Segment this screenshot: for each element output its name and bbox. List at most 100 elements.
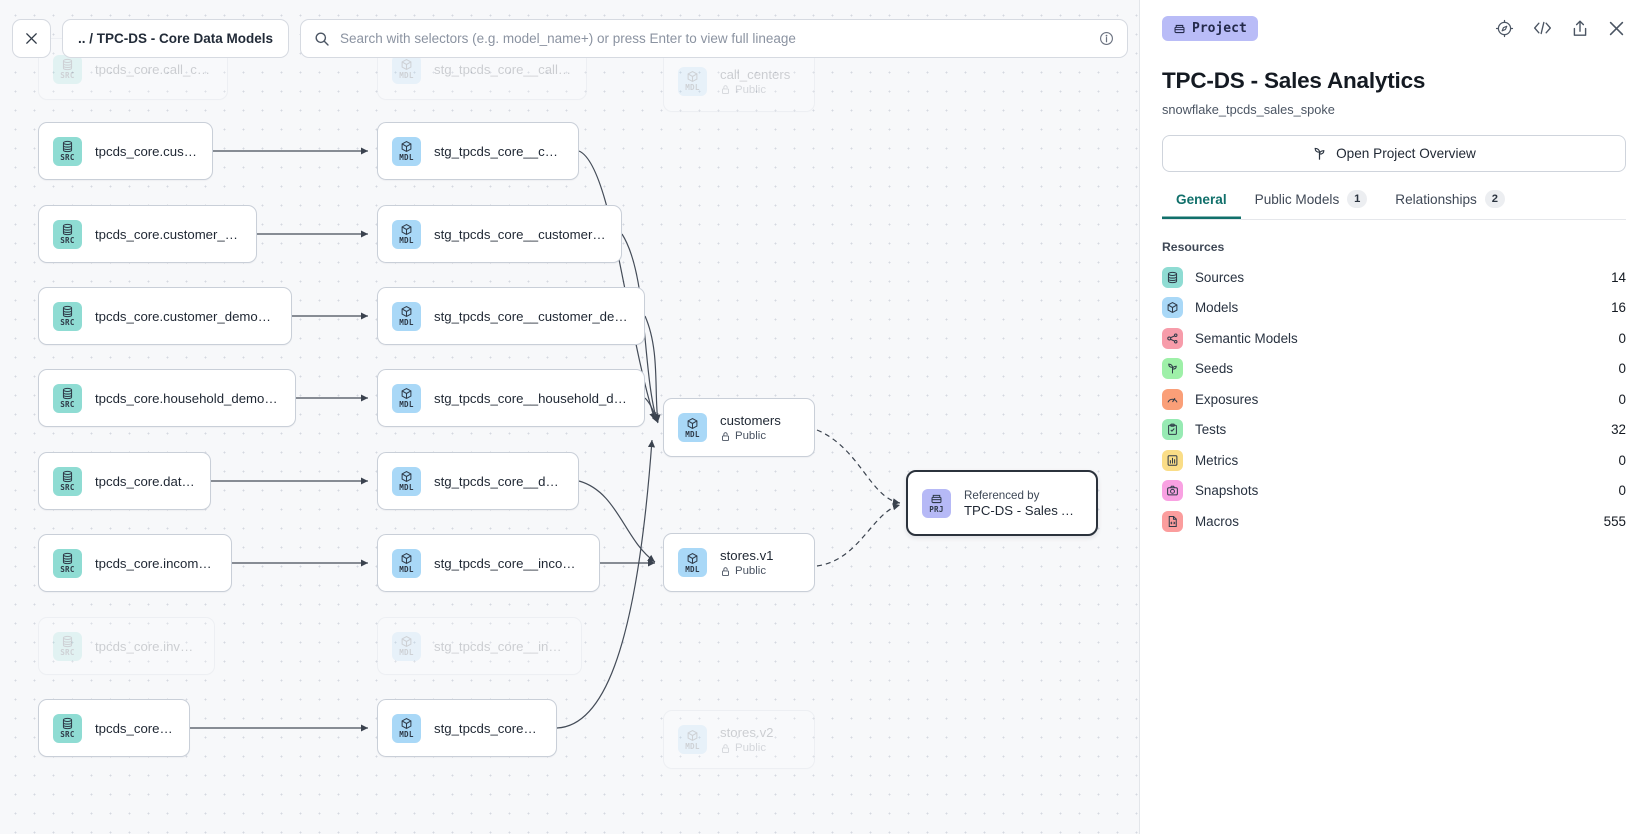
- node-visibility: Public: [720, 565, 774, 577]
- graph-node-mdl_stg_date_dim[interactable]: MDL stg_tpcds_core__date_dim: [377, 452, 579, 510]
- panel-header: Project: [1162, 0, 1626, 56]
- lock-icon: [720, 84, 731, 95]
- overview-button-label: Open Project Overview: [1336, 146, 1476, 161]
- node-labels: tpcds_core.date_dim: [95, 474, 196, 489]
- graph-node-mdl_stg_household_demographics[interactable]: MDLstg_tpcds_core__household_demogr…: [377, 369, 645, 427]
- node-labels: tpcds_core.store: [95, 721, 175, 736]
- close-icon[interactable]: [1607, 19, 1626, 38]
- resource-type-badge: Project: [1162, 15, 1258, 41]
- cube-icon: MDL: [392, 548, 421, 578]
- node-visibility: Public: [720, 742, 774, 754]
- close-lineage-button[interactable]: [12, 19, 51, 58]
- cube-icon: MDL: [678, 66, 707, 96]
- clipboard-check-icon: [1162, 419, 1183, 441]
- resource-name: Macros: [1195, 513, 1239, 529]
- node-labels: tpcds_core.customer: [95, 144, 198, 159]
- bar-chart-icon: [1162, 449, 1183, 471]
- focus-icon[interactable]: [1495, 19, 1514, 38]
- database-icon: SRC: [53, 301, 82, 331]
- search-input[interactable]: Search with selectors (e.g. model_name+)…: [300, 19, 1129, 58]
- graph-node-mdl_call_centers[interactable]: MDL call_centers Public: [663, 50, 815, 112]
- node-title: stg_tpcds_core__household_demogr…: [434, 390, 630, 406]
- database-icon: SRC: [53, 713, 82, 743]
- resource-count: 0: [1618, 330, 1626, 346]
- resource-row-macros[interactable]: Macros 555: [1162, 506, 1626, 537]
- resource-count: 16: [1611, 300, 1626, 316]
- resource-count: 555: [1603, 513, 1626, 529]
- info-icon[interactable]: [1099, 31, 1114, 46]
- share-icon[interactable]: [1571, 19, 1589, 38]
- resource-count: 32: [1611, 422, 1626, 438]
- graph-node-mdl_stg_customer_demographics[interactable]: MDLstg_tpcds_core__customer_demogra…: [377, 287, 645, 345]
- node-title: stg_tpcds_core__date_dim: [434, 473, 564, 489]
- camera-icon: [1162, 480, 1183, 502]
- code-icon[interactable]: [1532, 19, 1553, 37]
- database-icon: SRC: [53, 219, 82, 249]
- graph-nodes-icon: [1162, 327, 1183, 349]
- node-title: stores.v1: [720, 548, 774, 563]
- node-title: stg_tpcds_core__store: [434, 720, 542, 736]
- database-icon: SRC: [53, 631, 82, 661]
- cube-icon: [1162, 297, 1183, 319]
- detail-panel: Project: [1139, 0, 1648, 834]
- node-labels: stg_tpcds_core__store: [434, 721, 542, 736]
- resource-count: 14: [1611, 269, 1626, 285]
- node-labels: stores.v1 Public: [720, 548, 774, 577]
- node-title: tpcds_core.customer_demographics: [95, 308, 277, 324]
- node-labels: stg_tpcds_core__customer: [434, 144, 564, 159]
- node-labels: stores.v2 Public: [720, 725, 774, 754]
- tab-general[interactable]: General: [1162, 190, 1241, 219]
- resource-row-models[interactable]: Models 16: [1162, 293, 1626, 324]
- node-title: tpcds_core.income_band: [95, 555, 217, 571]
- open-project-overview-button[interactable]: Open Project Overview: [1162, 135, 1626, 172]
- graph-node-src_store[interactable]: SRC tpcds_core.store: [38, 699, 190, 757]
- node-visibility-label: Public: [735, 742, 767, 754]
- graph-node-src_customer_demographics[interactable]: SRC tpcds_core.customer_demographics: [38, 287, 292, 345]
- node-kicker: Referenced by: [964, 488, 1040, 502]
- resource-name: Models: [1195, 300, 1239, 316]
- file-code-icon: [1162, 510, 1183, 532]
- node-labels: stg_tpcds_core__inventory: [434, 639, 567, 654]
- node-visibility: Public: [720, 430, 781, 442]
- canvas-toolbar: .. / TPC-DS - Core Data Models Search wi…: [12, 19, 1139, 58]
- badge-label: Project: [1192, 20, 1247, 36]
- project-icon: [1174, 24, 1185, 33]
- node-visibility-label: Public: [735, 83, 767, 96]
- seedling-icon: [1314, 147, 1325, 160]
- node-labels: stg_tpcds_core__call_center: [434, 62, 572, 77]
- node-labels: tpcds_core.household_demographics: [95, 391, 281, 406]
- breadcrumb[interactable]: .. / TPC-DS - Core Data Models: [62, 19, 290, 58]
- cube-icon: MDL: [392, 466, 421, 496]
- node-labels: customers Public: [720, 413, 781, 442]
- node-labels: stg_tpcds_core__customer_demogra…: [434, 309, 630, 324]
- node-title: call_centers: [720, 66, 791, 82]
- node-title: tpcds_core.customer: [95, 143, 198, 159]
- lineage-canvas[interactable]: .. / TPC-DS - Core Data Models Search wi…: [0, 0, 1139, 834]
